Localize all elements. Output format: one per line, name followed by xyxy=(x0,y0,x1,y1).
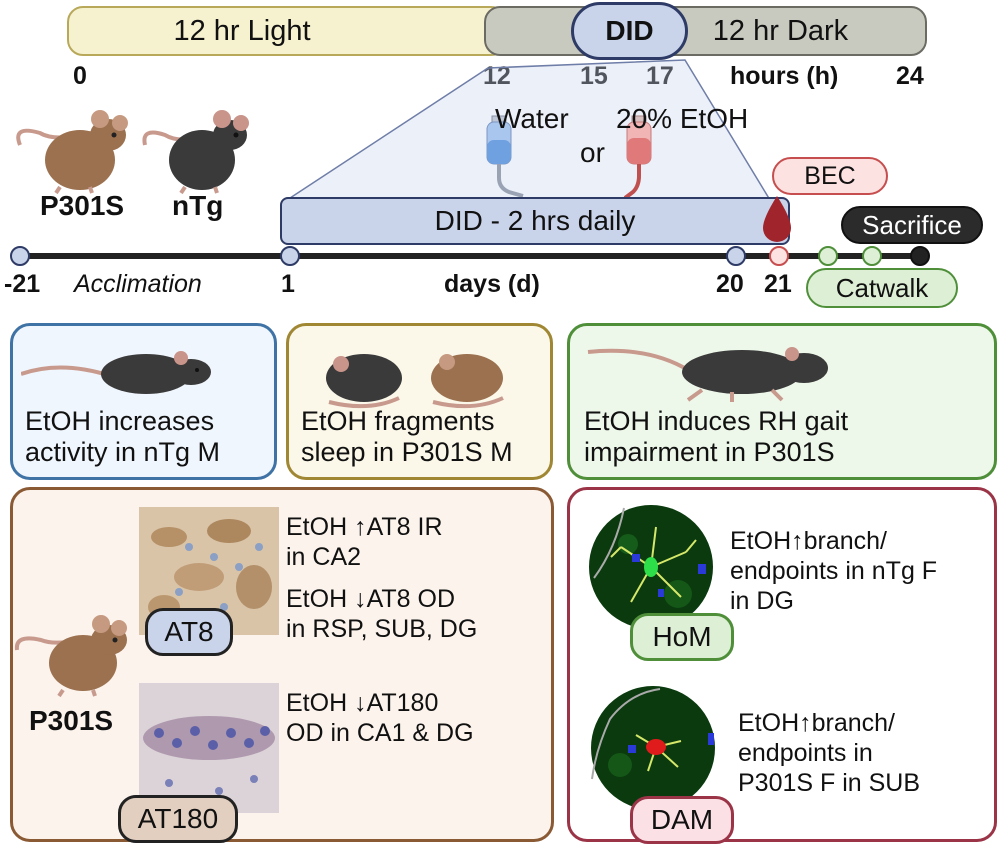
water-label: Water xyxy=(495,103,569,134)
hour-tick-17: 17 xyxy=(646,62,674,90)
catwalk-badge: Catwalk xyxy=(806,268,958,308)
mouse-icon xyxy=(14,615,127,698)
hom-text-line-2: endpoints in nTg F xyxy=(730,557,938,585)
bec-label: BEC xyxy=(804,161,856,190)
at8-ir-line-2: in CA2 xyxy=(286,543,362,571)
sacrifice-badge: Sacrifice xyxy=(841,206,983,244)
at180-od-line-2: OD in CA1 & DG xyxy=(286,719,474,747)
at180-tag: AT180 xyxy=(118,795,238,843)
etoh-label: 20% EtOH xyxy=(616,103,749,134)
day-tick-21: 21 xyxy=(764,270,792,298)
hours-axis-label: hours (h) xyxy=(730,62,839,90)
hom-tag: HoM xyxy=(630,613,734,661)
catwalk-label: Catwalk xyxy=(835,272,929,303)
microglia-image xyxy=(591,686,715,810)
mouse-icon xyxy=(587,347,828,402)
light-phase-label: 12 hr Light xyxy=(173,14,311,47)
microglia-image xyxy=(589,505,713,629)
timeline-dot-catwalk-2 xyxy=(862,246,882,266)
ihc-image xyxy=(139,683,279,813)
mouse-icon xyxy=(326,354,402,409)
hom-text-line-3: in DG xyxy=(730,587,794,615)
tau-panel: P301S AT8 AT180 EtOH ↑AT8 IR in CA2 EtOH… xyxy=(10,487,554,843)
dark-phase-bar: 12 hr Dark xyxy=(484,6,927,56)
tau-mouse-label: P301S xyxy=(29,705,114,736)
sleep-panel: EtOH fragments sleep in P301S M xyxy=(286,323,553,480)
gait-text-line-2: impairment in P301S xyxy=(584,437,835,467)
sacrifice-label: Sacrifice xyxy=(862,209,962,240)
activity-text-line-2: activity in nTg M xyxy=(25,437,221,467)
day-tick-20: 20 xyxy=(716,270,744,298)
water-bottle-icon xyxy=(486,115,524,198)
at180-od-line-1: EtOH ↓AT180 xyxy=(286,689,439,717)
at8-tag-label: AT8 xyxy=(164,616,214,647)
at8-od-line-1: EtOH ↓AT8 OD xyxy=(286,585,456,613)
activity-text-line-1: EtOH increases xyxy=(25,406,215,436)
day-tick-1: 1 xyxy=(281,270,295,298)
timeline-dot-day20 xyxy=(726,246,746,266)
timeline-dot-catwalk-1 xyxy=(818,246,838,266)
day-tick-minus21: -21 xyxy=(4,270,41,298)
ntg-label: nTg xyxy=(172,190,224,221)
light-phase-bar: 12 hr Light xyxy=(67,6,507,56)
mouse-icon xyxy=(142,110,249,195)
hour-tick-0: 0 xyxy=(73,62,87,90)
dam-tag-label: DAM xyxy=(650,804,714,835)
activity-panel: EtOH increases activity in nTg M xyxy=(10,323,277,480)
p301s-label: P301S xyxy=(40,190,125,221)
did-daily-box: DID - 2 hrs daily xyxy=(280,197,790,245)
sleep-text-line-1: EtOH fragments xyxy=(301,406,495,436)
hour-tick-15: 15 xyxy=(580,62,608,90)
days-axis-label: days (d) xyxy=(444,270,540,298)
timeline-dot-minus21 xyxy=(10,246,30,266)
timeline-dot-day1 xyxy=(280,246,300,266)
dam-text-line-3: P301S F in SUB xyxy=(738,769,921,797)
at8-ir-line-1: EtOH ↑AT8 IR xyxy=(286,513,443,541)
etoh-bottle-icon xyxy=(623,115,652,198)
dark-phase-label: 12 hr Dark xyxy=(712,14,849,47)
timeline-dot-sacrifice xyxy=(910,246,930,266)
at8-od-line-2: in RSP, SUB, DG xyxy=(286,615,478,643)
did-daily-label: DID - 2 hrs daily xyxy=(434,205,636,236)
did-badge: DID xyxy=(571,2,688,60)
sleep-text-line-2: sleep in P301S M xyxy=(301,437,513,467)
dam-text-line-1: EtOH↑branch/ xyxy=(738,709,896,737)
dam-text-line-2: endpoints in xyxy=(738,739,873,767)
gait-text-line-1: EtOH induces RH gait xyxy=(584,406,849,436)
hom-text-line-1: EtOH↑branch/ xyxy=(730,527,888,555)
dam-tag: DAM xyxy=(630,796,734,844)
or-label: or xyxy=(580,137,605,168)
gait-panel: EtOH induces RH gait impairment in P301S xyxy=(567,323,997,480)
hom-tag-label: HoM xyxy=(652,621,712,652)
days-timeline xyxy=(10,246,930,266)
acclimation-label: Acclimation xyxy=(74,270,202,298)
mouse-icon xyxy=(21,351,211,394)
at8-tag: AT8 xyxy=(145,608,233,656)
at180-tag-label: AT180 xyxy=(137,803,219,834)
mouse-icon xyxy=(16,110,128,195)
blood-drop-icon xyxy=(763,196,791,242)
microglia-panel: HoM EtOH↑branch/ endpoints in nTg F in D… xyxy=(567,487,997,844)
hour-tick-24: 24 xyxy=(896,62,924,90)
bec-badge: BEC xyxy=(772,157,888,195)
mouse-icon xyxy=(431,354,504,409)
did-badge-label: DID xyxy=(605,15,654,46)
timeline-dot-day21 xyxy=(769,246,789,266)
